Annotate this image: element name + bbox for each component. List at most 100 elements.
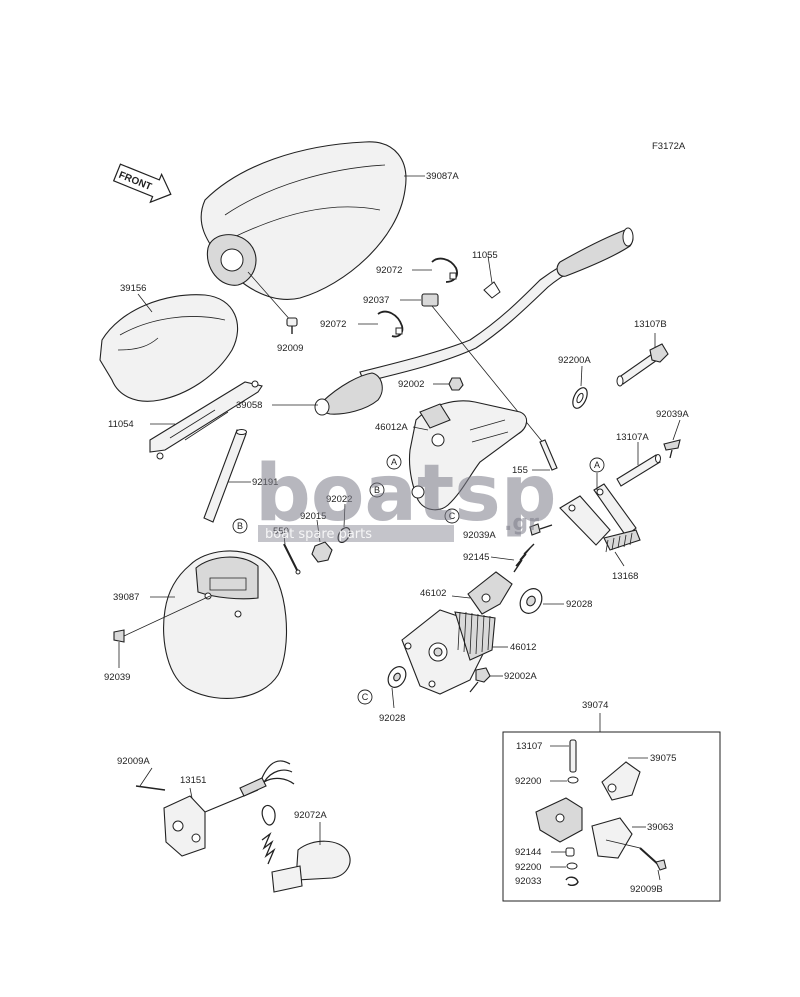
ref-marker-b-2: B [232, 518, 248, 534]
label-92145: 92145 [463, 552, 489, 563]
washer-92028-bottom [387, 666, 407, 688]
svg-text:A: A [391, 457, 397, 467]
svg-text:A: A [594, 460, 600, 470]
svg-text:B: B [237, 521, 243, 531]
handlebar-39058 [314, 227, 634, 416]
label-92028-bottom: 92028 [379, 713, 405, 724]
washer-92022 [337, 527, 351, 543]
pin-13107 [569, 739, 577, 773]
label-92200-bottom: 92200 [515, 862, 541, 873]
cover-39063 [591, 817, 633, 859]
nut-92015 [311, 541, 333, 563]
screw-92039a-top [663, 439, 681, 459]
svg-text:B: B [374, 485, 380, 495]
label-13168: 13168 [612, 571, 638, 582]
pin-550 [283, 543, 301, 575]
label-92200-top: 92200 [515, 776, 541, 787]
ref-marker-a-1: A [386, 454, 402, 470]
bolt-92002 [448, 377, 464, 391]
label-92039a-mid: 92039A [463, 530, 496, 541]
figure-code: F3172A [652, 141, 686, 152]
front-arrow-icon: FRONT [112, 163, 172, 204]
watermark-domain: .gr [504, 511, 539, 536]
bolt-92009 [247, 271, 298, 334]
washer-92200a [572, 387, 588, 409]
label-39063: 39063 [647, 822, 673, 833]
clip-11055 [483, 281, 501, 299]
spring-92144 [565, 847, 575, 857]
pin-13107a [616, 454, 661, 487]
bolt-13107b [616, 343, 669, 387]
screw-92039 [113, 595, 211, 643]
bracket-11054 [149, 380, 263, 460]
label-92072-mid: 92072 [320, 319, 346, 330]
handlebar-pad [99, 294, 239, 402]
label-92039: 92039 [104, 672, 130, 683]
label-39156: 39156 [120, 283, 146, 294]
label-39074: 39074 [582, 700, 608, 711]
label-92009b: 92009B [630, 884, 663, 895]
label-46012: 46012 [510, 642, 536, 653]
label-550: 550 [273, 526, 289, 537]
pin-155 [539, 439, 558, 471]
housing-46012 [401, 609, 496, 695]
block-inset [535, 797, 583, 843]
clamp-92072-top [431, 257, 458, 283]
spring-92145 [513, 543, 535, 573]
screw-92039a-mid [529, 523, 553, 536]
watermark: boatsp .gr boat spare parts [255, 449, 557, 542]
label-92002: 92002 [398, 379, 424, 390]
label-39087: 39087 [113, 592, 139, 603]
label-92002a: 92002A [504, 671, 537, 682]
label-92015: 92015 [300, 511, 326, 522]
clamp-92072a [261, 805, 351, 893]
label-13107a: 13107A [616, 432, 649, 443]
label-46012a: 46012A [375, 422, 408, 433]
label-11054: 11054 [108, 419, 134, 430]
label-92200a: 92200A [558, 355, 591, 366]
label-39058: 39058 [236, 400, 262, 411]
clamp-92072-mid [377, 310, 404, 338]
clip-92037 [421, 293, 439, 307]
svg-text:C: C [362, 692, 369, 702]
label-39087a: 39087A [426, 171, 459, 182]
housing-46012a [408, 400, 528, 511]
svg-text:C: C [449, 511, 456, 521]
label-92191: 92191 [252, 477, 278, 488]
label-92009: 92009 [277, 343, 303, 354]
ref-marker-a-2: A [589, 457, 605, 473]
label-92022: 92022 [326, 494, 352, 505]
washer-92200-top [567, 776, 579, 784]
watermark-tagline: boat spare parts [265, 527, 372, 542]
bolt-92009b [605, 839, 667, 871]
part-46102 [467, 571, 513, 615]
label-11055: 11055 [472, 250, 498, 261]
handlebar-upper-cover [200, 141, 407, 300]
label-92072a: 92072A [294, 810, 327, 821]
washer-92028-right [519, 588, 543, 614]
watermark-logo: boatsp [255, 449, 557, 539]
washer-92200-bottom [566, 862, 578, 870]
label-13151: 13151 [180, 775, 206, 786]
ref-marker-b-1: B [369, 482, 385, 498]
label-92028-right: 92028 [566, 599, 592, 610]
label-92039a-top: 92039A [656, 409, 689, 420]
label-155: 155 [512, 465, 528, 476]
label-92033: 92033 [515, 876, 541, 887]
bolt-92002a [469, 667, 491, 693]
label-46102: 46102 [420, 588, 446, 599]
label-39075: 39075 [650, 753, 676, 764]
label-92037: 92037 [363, 295, 389, 306]
label-92009a: 92009A [117, 756, 150, 767]
inset-box-39074 [502, 731, 721, 902]
lever-39075 [601, 761, 641, 801]
lever-13168 [559, 483, 641, 553]
clip-92033 [565, 876, 579, 887]
label-13107b: 13107B [634, 319, 667, 330]
handlebar-lower-cover [163, 550, 287, 699]
label-13107: 13107 [516, 741, 542, 752]
ref-marker-c-2: C [357, 689, 373, 705]
ref-marker-c-1: C [444, 508, 460, 524]
label-92144: 92144 [515, 847, 541, 858]
